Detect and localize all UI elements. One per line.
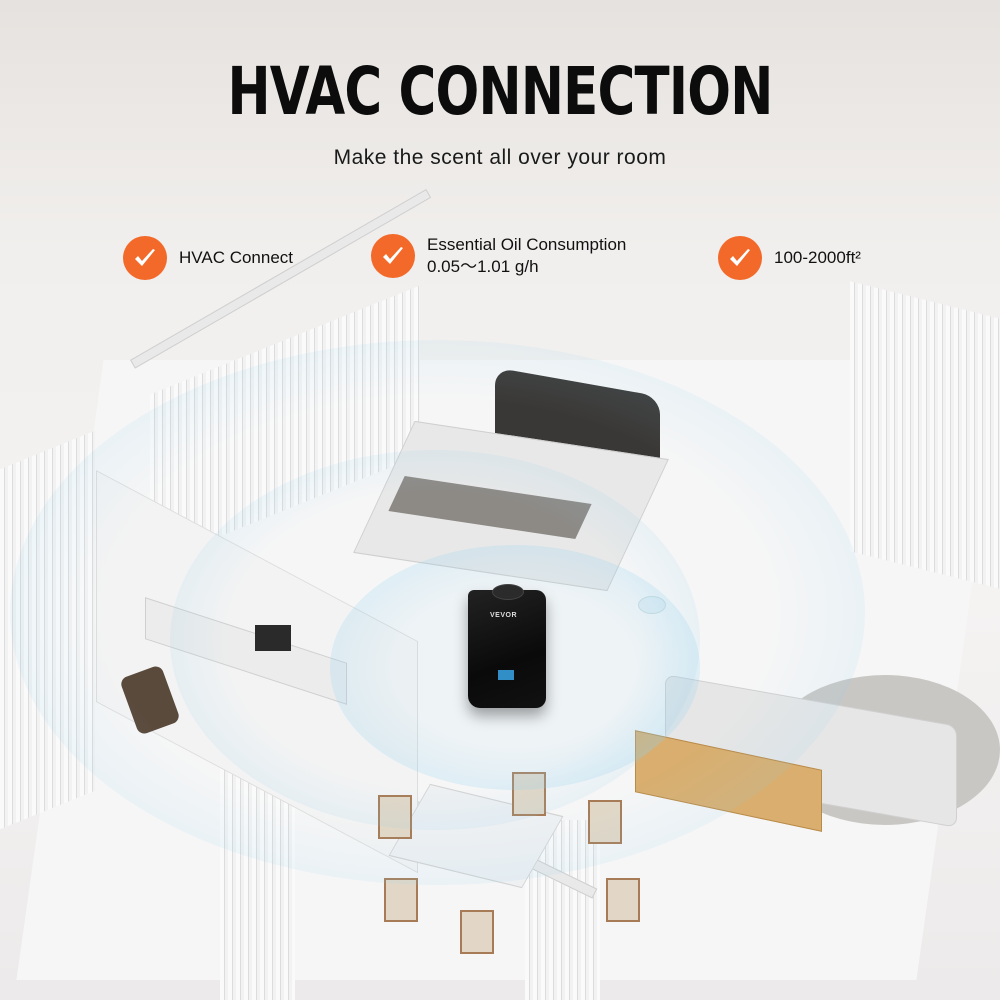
brand-logo: VEVOR xyxy=(490,612,518,619)
dining-chair xyxy=(460,910,494,954)
feature-oil-consumption: Essential Oil Consumption 0.05～1.01 g/h xyxy=(371,234,626,278)
feature-hvac-connect: HVAC Connect xyxy=(123,236,293,280)
feature-label: Essential Oil Consumption xyxy=(427,235,627,254)
curtain-right xyxy=(850,281,1000,589)
device-nozzle xyxy=(492,584,524,600)
subtitle: Make the scent all over your room xyxy=(333,146,667,169)
dining-chair xyxy=(588,800,622,844)
feature-coverage-area: 100-2000ft² xyxy=(718,236,861,280)
check-circle-icon xyxy=(371,234,415,278)
feature-value: 0.05～1.01 g/h xyxy=(427,257,539,276)
feature-label: HVAC Connect xyxy=(179,248,294,267)
room-illustration: VEVOR xyxy=(0,189,1000,1000)
dining-chair xyxy=(384,878,418,922)
check-circle-icon xyxy=(718,236,762,280)
page-title: HVAC CONNECTION xyxy=(227,53,773,130)
scent-diffuser-device: VEVOR xyxy=(468,584,546,708)
device-display xyxy=(498,670,514,680)
check-circle-icon xyxy=(123,236,167,280)
feature-label: 100-2000ft² xyxy=(774,248,861,267)
dining-chair xyxy=(606,878,640,922)
